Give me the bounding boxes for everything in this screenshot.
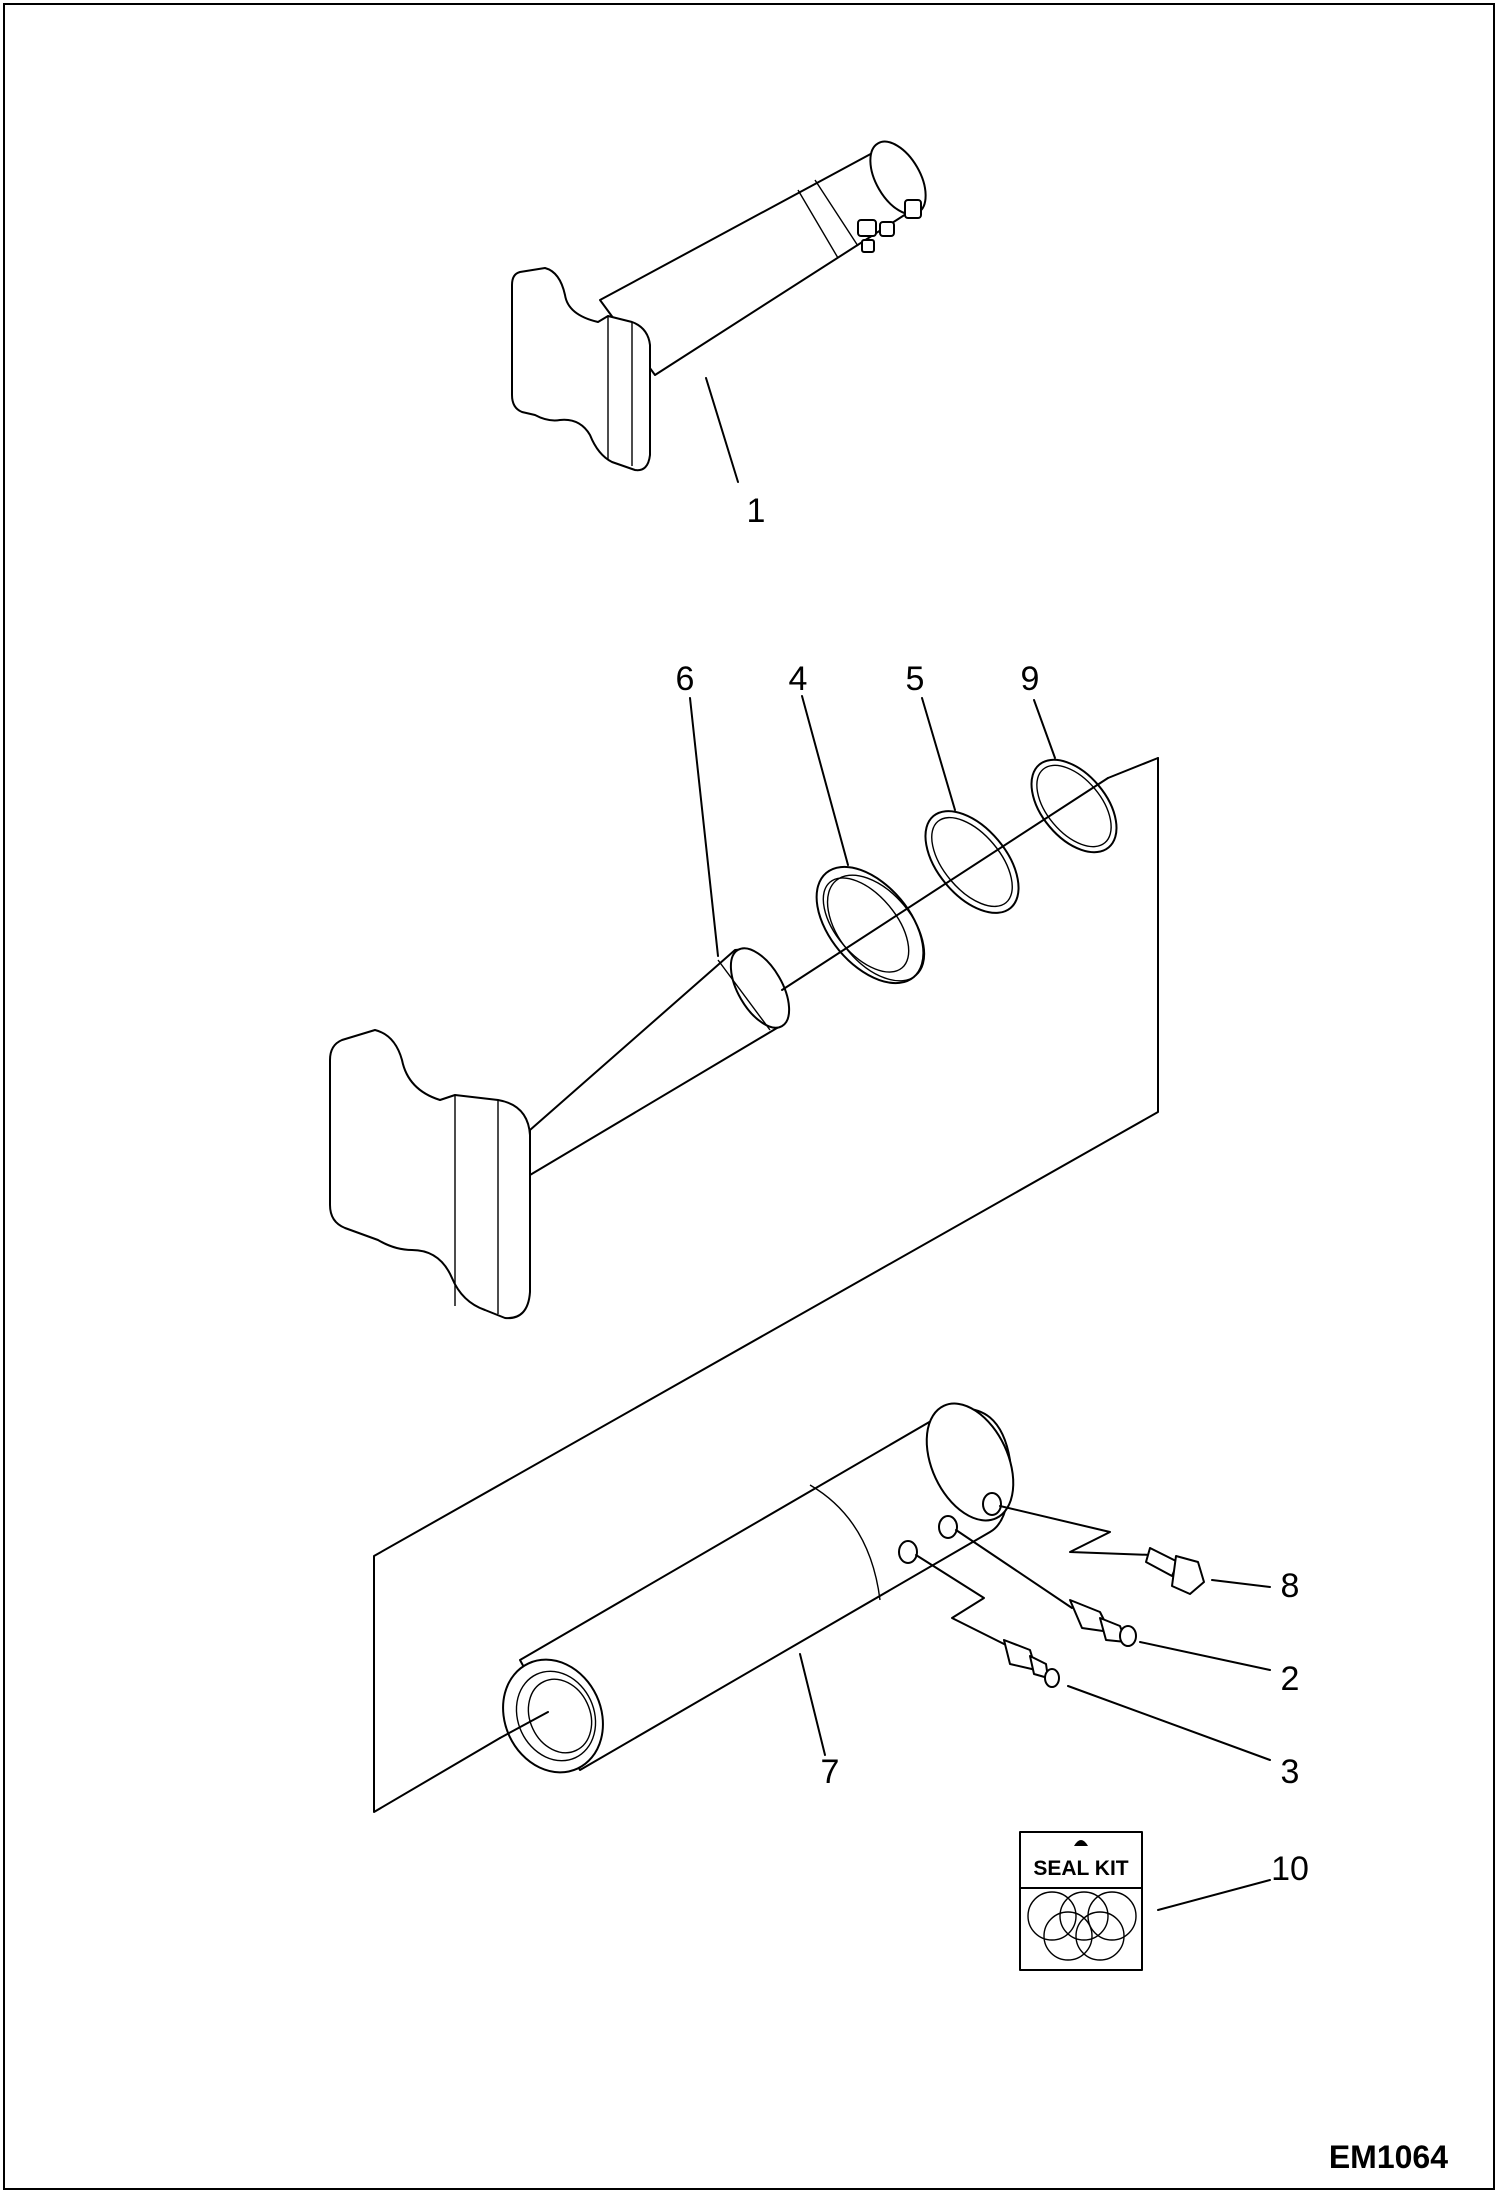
assembled-pin — [511, 140, 927, 472]
page-frame — [3, 3, 1495, 2190]
callout-10: 10 — [1271, 1850, 1309, 1888]
assembly-plane — [373, 757, 1159, 1813]
leader-lines — [689, 377, 1271, 1911]
ring-9 — [1030, 758, 1118, 854]
o-ring-5 — [924, 810, 1020, 914]
pin-6 — [329, 947, 791, 1320]
callout-3: 3 — [1281, 1753, 1300, 1791]
assembly-axis — [781, 777, 1109, 991]
fitting-3 — [1003, 1639, 1060, 1688]
seal-kit-label: SEAL KIT — [1033, 1857, 1128, 1880]
callout-7: 7 — [821, 1753, 840, 1791]
callout-8: 8 — [1281, 1567, 1300, 1605]
seal-kit-10: SEAL KIT — [1019, 1831, 1143, 1971]
housing-7 — [502, 1402, 1015, 1774]
fitting-2 — [1069, 1599, 1137, 1647]
callout-2: 2 — [1281, 1660, 1300, 1698]
callout-1: 1 — [747, 492, 766, 530]
bolt-8 — [1145, 1547, 1205, 1595]
drawing-code: EM1064 — [1329, 2139, 1448, 2175]
callout-4: 4 — [789, 660, 808, 698]
seal-4 — [815, 865, 926, 985]
callout-6: 6 — [676, 660, 695, 698]
callout-9: 9 — [1021, 660, 1040, 698]
callouts: 1 6 4 5 9 8 2 3 7 10 — [676, 492, 1309, 1888]
callout-5: 5 — [906, 660, 925, 698]
